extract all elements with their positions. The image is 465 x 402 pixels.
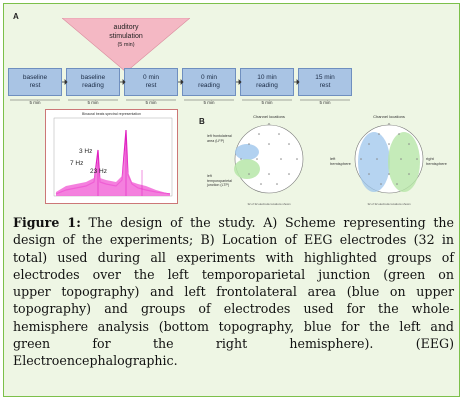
step-15min-rest: 15 min rest — [298, 68, 352, 96]
trigger-line-1: auditory — [113, 24, 139, 31]
label-left-temporoparietal: left temporoparietal junction (LTP) — [207, 174, 232, 187]
caption-line-6: topography) and groups of electrodes use… — [13, 301, 454, 317]
upper-head-icon — [234, 122, 304, 194]
caption-line-7: hemisphere analysis (bottom topography, … — [13, 318, 454, 334]
lower-topo-footnote: 32 of 32 electrode locations shown — [367, 202, 411, 206]
flow-arrows — [62, 79, 300, 85]
figure-frame: A auditory stimulation (5 min) baseline … — [3, 3, 460, 397]
duration-baseline-rest: 5 min — [29, 100, 41, 105]
panel-a-label: A — [13, 12, 19, 21]
spectrogram-title: Binaural beats spectral representation — [82, 112, 141, 116]
auditory-stimulation-label: auditory stimulation (5 min) — [86, 23, 166, 50]
duration-brackets — [10, 99, 350, 101]
lower-topography: Channel locations left hemisphere right … — [330, 114, 447, 214]
auditory-stimulation-triangle — [62, 18, 190, 73]
caption-line-9: Electroencephalographic. — [13, 353, 178, 369]
caption-label: Figure 1: — [13, 215, 81, 230]
label-right-hemisphere: right hemisphere — [426, 156, 447, 166]
step-0min-rest: 0 min rest — [124, 68, 178, 96]
label-left-frontolateral: left frontolateral area (LFP) — [207, 134, 232, 143]
label-left-hemisphere: left hemisphere — [330, 156, 351, 166]
duration-0min-reading: 5 min — [203, 100, 215, 105]
freq-label-3hz: 3 Hz — [79, 148, 93, 155]
step-baseline-rest: baseline rest — [8, 68, 62, 96]
caption-line-3: total) used during all experiments with … — [13, 249, 454, 265]
lower-head-icon — [354, 122, 424, 194]
upper-topo-title: Channel locations — [253, 114, 285, 119]
spectrogram-inset: Binaural beats spectral representation 3… — [45, 109, 178, 204]
duration-15min-rest: 5 min — [319, 100, 331, 105]
caption-line-8: green for the right hemisphere). (EEG) — [13, 336, 454, 352]
caption-line: Figure 1: The design of the study. A) Sc… — [13, 214, 454, 231]
duration-10min-reading: 5 min — [261, 100, 273, 105]
step-baseline-reading: baseline reading — [66, 68, 120, 96]
duration-baseline-reading: 5 min — [87, 100, 99, 105]
caption-line-4: electrodes over the left temporoparietal… — [13, 266, 454, 282]
trigger-duration: (5 min) — [117, 42, 135, 48]
caption-line-2: design of the experiments; B) Location o… — [13, 232, 454, 248]
panel-b-label: B — [199, 117, 205, 126]
spectrogram-plot — [53, 117, 173, 197]
step-10min-reading: 10 min reading — [240, 68, 294, 96]
figure-caption: Figure 1: The design of the study. A) Sc… — [13, 214, 454, 370]
duration-0min-rest: 5 min — [145, 100, 157, 105]
freq-label-23hz: 23 Hz — [90, 168, 107, 175]
caption-line-5: upper topography) and left frontolateral… — [13, 284, 454, 300]
caption-line-1: The design of the study. A) Scheme repre… — [80, 215, 454, 230]
upper-topography: Channel locations left frontolateral are… — [207, 114, 319, 214]
upper-topo-footnote: 32 of 32 electrode locations shown — [247, 202, 291, 206]
trigger-line-2: stimulation — [109, 33, 143, 40]
lower-topo-title: Channel locations — [373, 114, 405, 119]
step-0min-reading: 0 min reading — [182, 68, 236, 96]
freq-label-7hz: 7 Hz — [70, 160, 84, 167]
